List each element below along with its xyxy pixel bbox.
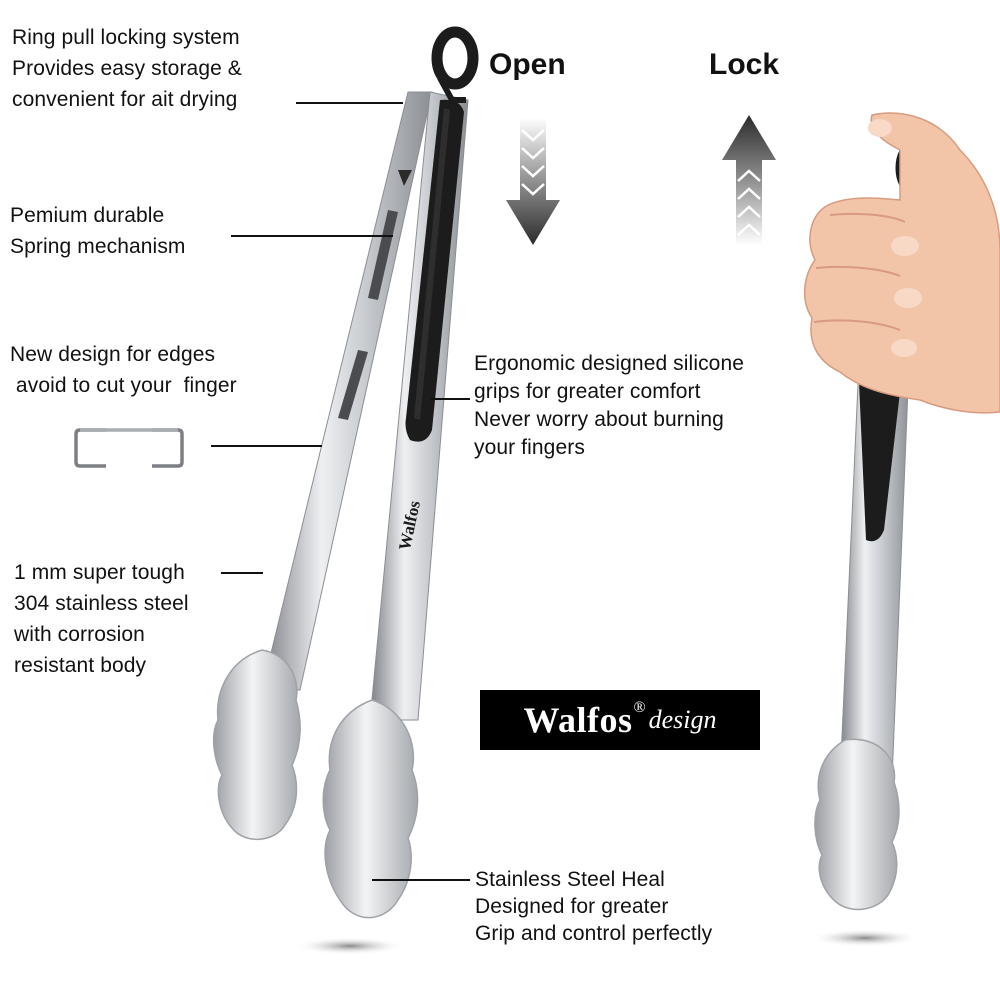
- feature-line: Ring pull locking system: [12, 26, 240, 49]
- ring-pull: [431, 26, 479, 90]
- brand-logo: Walfos ® design: [480, 690, 760, 750]
- hand: [803, 112, 1000, 414]
- brand-name: Walfos: [523, 700, 633, 740]
- feature-line: Stainless Steel Heal: [475, 868, 665, 891]
- feature-edges: New design for edges avoid to cut your f…: [10, 339, 237, 401]
- feature-line: with corrosion: [14, 623, 145, 646]
- feature-line: Provides easy storage &: [12, 57, 242, 80]
- feature-line: 1 mm super tough: [14, 561, 185, 584]
- feature-line: convenient for ait drying: [12, 88, 238, 111]
- down-arrow-icon: [506, 118, 560, 245]
- feature-line: Pemium durable: [10, 204, 165, 227]
- open-tong: [212, 26, 479, 919]
- open-heading: Open: [489, 48, 566, 81]
- feature-line: New design for edges: [10, 343, 216, 366]
- feature-line: Ergonomic designed silicone: [474, 352, 745, 375]
- feature-line: resistant body: [14, 654, 147, 677]
- lock-heading: Lock: [709, 48, 780, 81]
- feature-heal: Stainless Steel Heal Designed for greate…: [475, 866, 712, 947]
- feature-line: Grip and control perfectly: [475, 922, 713, 945]
- registered-mark: ®: [633, 699, 646, 716]
- feature-line: grips for greater comfort: [474, 380, 701, 403]
- feature-line: avoid to cut your finger: [10, 374, 237, 397]
- feature-ring-lock: Ring pull locking system Provides easy s…: [12, 22, 242, 115]
- feature-line: Never worry about burning: [474, 408, 724, 431]
- feature-grips: Ergonomic designed silicone grips for gr…: [474, 350, 744, 462]
- up-arrow-icon: [722, 115, 776, 245]
- locked-tong: [803, 112, 1000, 911]
- feature-spring: Pemium durable Spring mechanism: [10, 200, 186, 262]
- brand-suffix: design: [648, 705, 717, 734]
- feature-steel: 1 mm super tough 304 stainless steel wit…: [14, 557, 189, 681]
- edge-profile-icon: [74, 428, 184, 468]
- feature-line: Designed for greater: [475, 895, 669, 918]
- feature-line: 304 stainless steel: [14, 592, 189, 615]
- feature-line: Spring mechanism: [10, 235, 186, 258]
- feature-line: your fingers: [474, 436, 585, 459]
- leader-lines: [211, 102, 470, 881]
